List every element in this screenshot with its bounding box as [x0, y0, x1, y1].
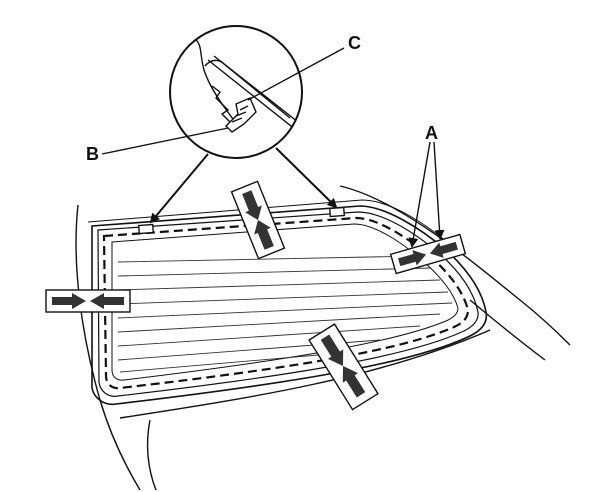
label-b: B — [86, 144, 99, 164]
leader-a-2 — [433, 141, 445, 240]
alignment-mark-right — [389, 233, 467, 275]
leader-c — [247, 47, 345, 101]
alignment-mark-left — [45, 289, 131, 313]
magnifier-detail — [169, 25, 303, 159]
defroster-lines — [117, 255, 453, 373]
label-c: C — [348, 33, 361, 53]
leader-arrow-right — [275, 147, 338, 209]
leader-arrow-left — [149, 153, 209, 224]
label-leaders — [101, 47, 445, 248]
leader-a-1 — [408, 141, 431, 248]
clip-marker-right — [328, 206, 346, 218]
car-body-outline — [75, 185, 571, 491]
label-a: A — [425, 123, 438, 143]
seal-dashed-line — [102, 216, 470, 390]
alignment-mark-top — [230, 180, 286, 260]
leader-b — [101, 127, 229, 155]
clip-marker-left — [137, 223, 155, 235]
alignment-mark-bottom — [308, 323, 379, 411]
leader-arrows — [149, 147, 338, 224]
